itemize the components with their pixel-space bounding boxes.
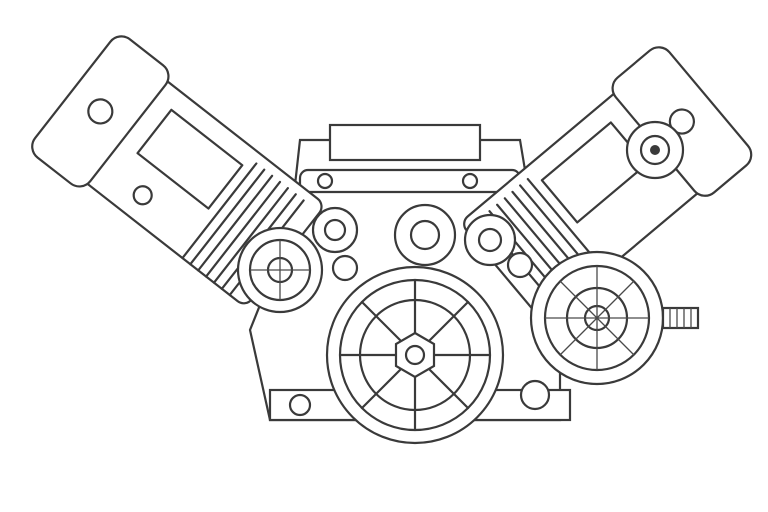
left-cooling-fins (181, 162, 305, 297)
oil-filter-cap (519, 379, 551, 411)
left-gear (236, 226, 324, 314)
crankshaft-pulley (325, 265, 505, 445)
distributor-gear (393, 203, 457, 267)
cam-gear-left (311, 206, 359, 254)
right-pulley (529, 250, 700, 386)
cam-gear-right (463, 213, 517, 267)
